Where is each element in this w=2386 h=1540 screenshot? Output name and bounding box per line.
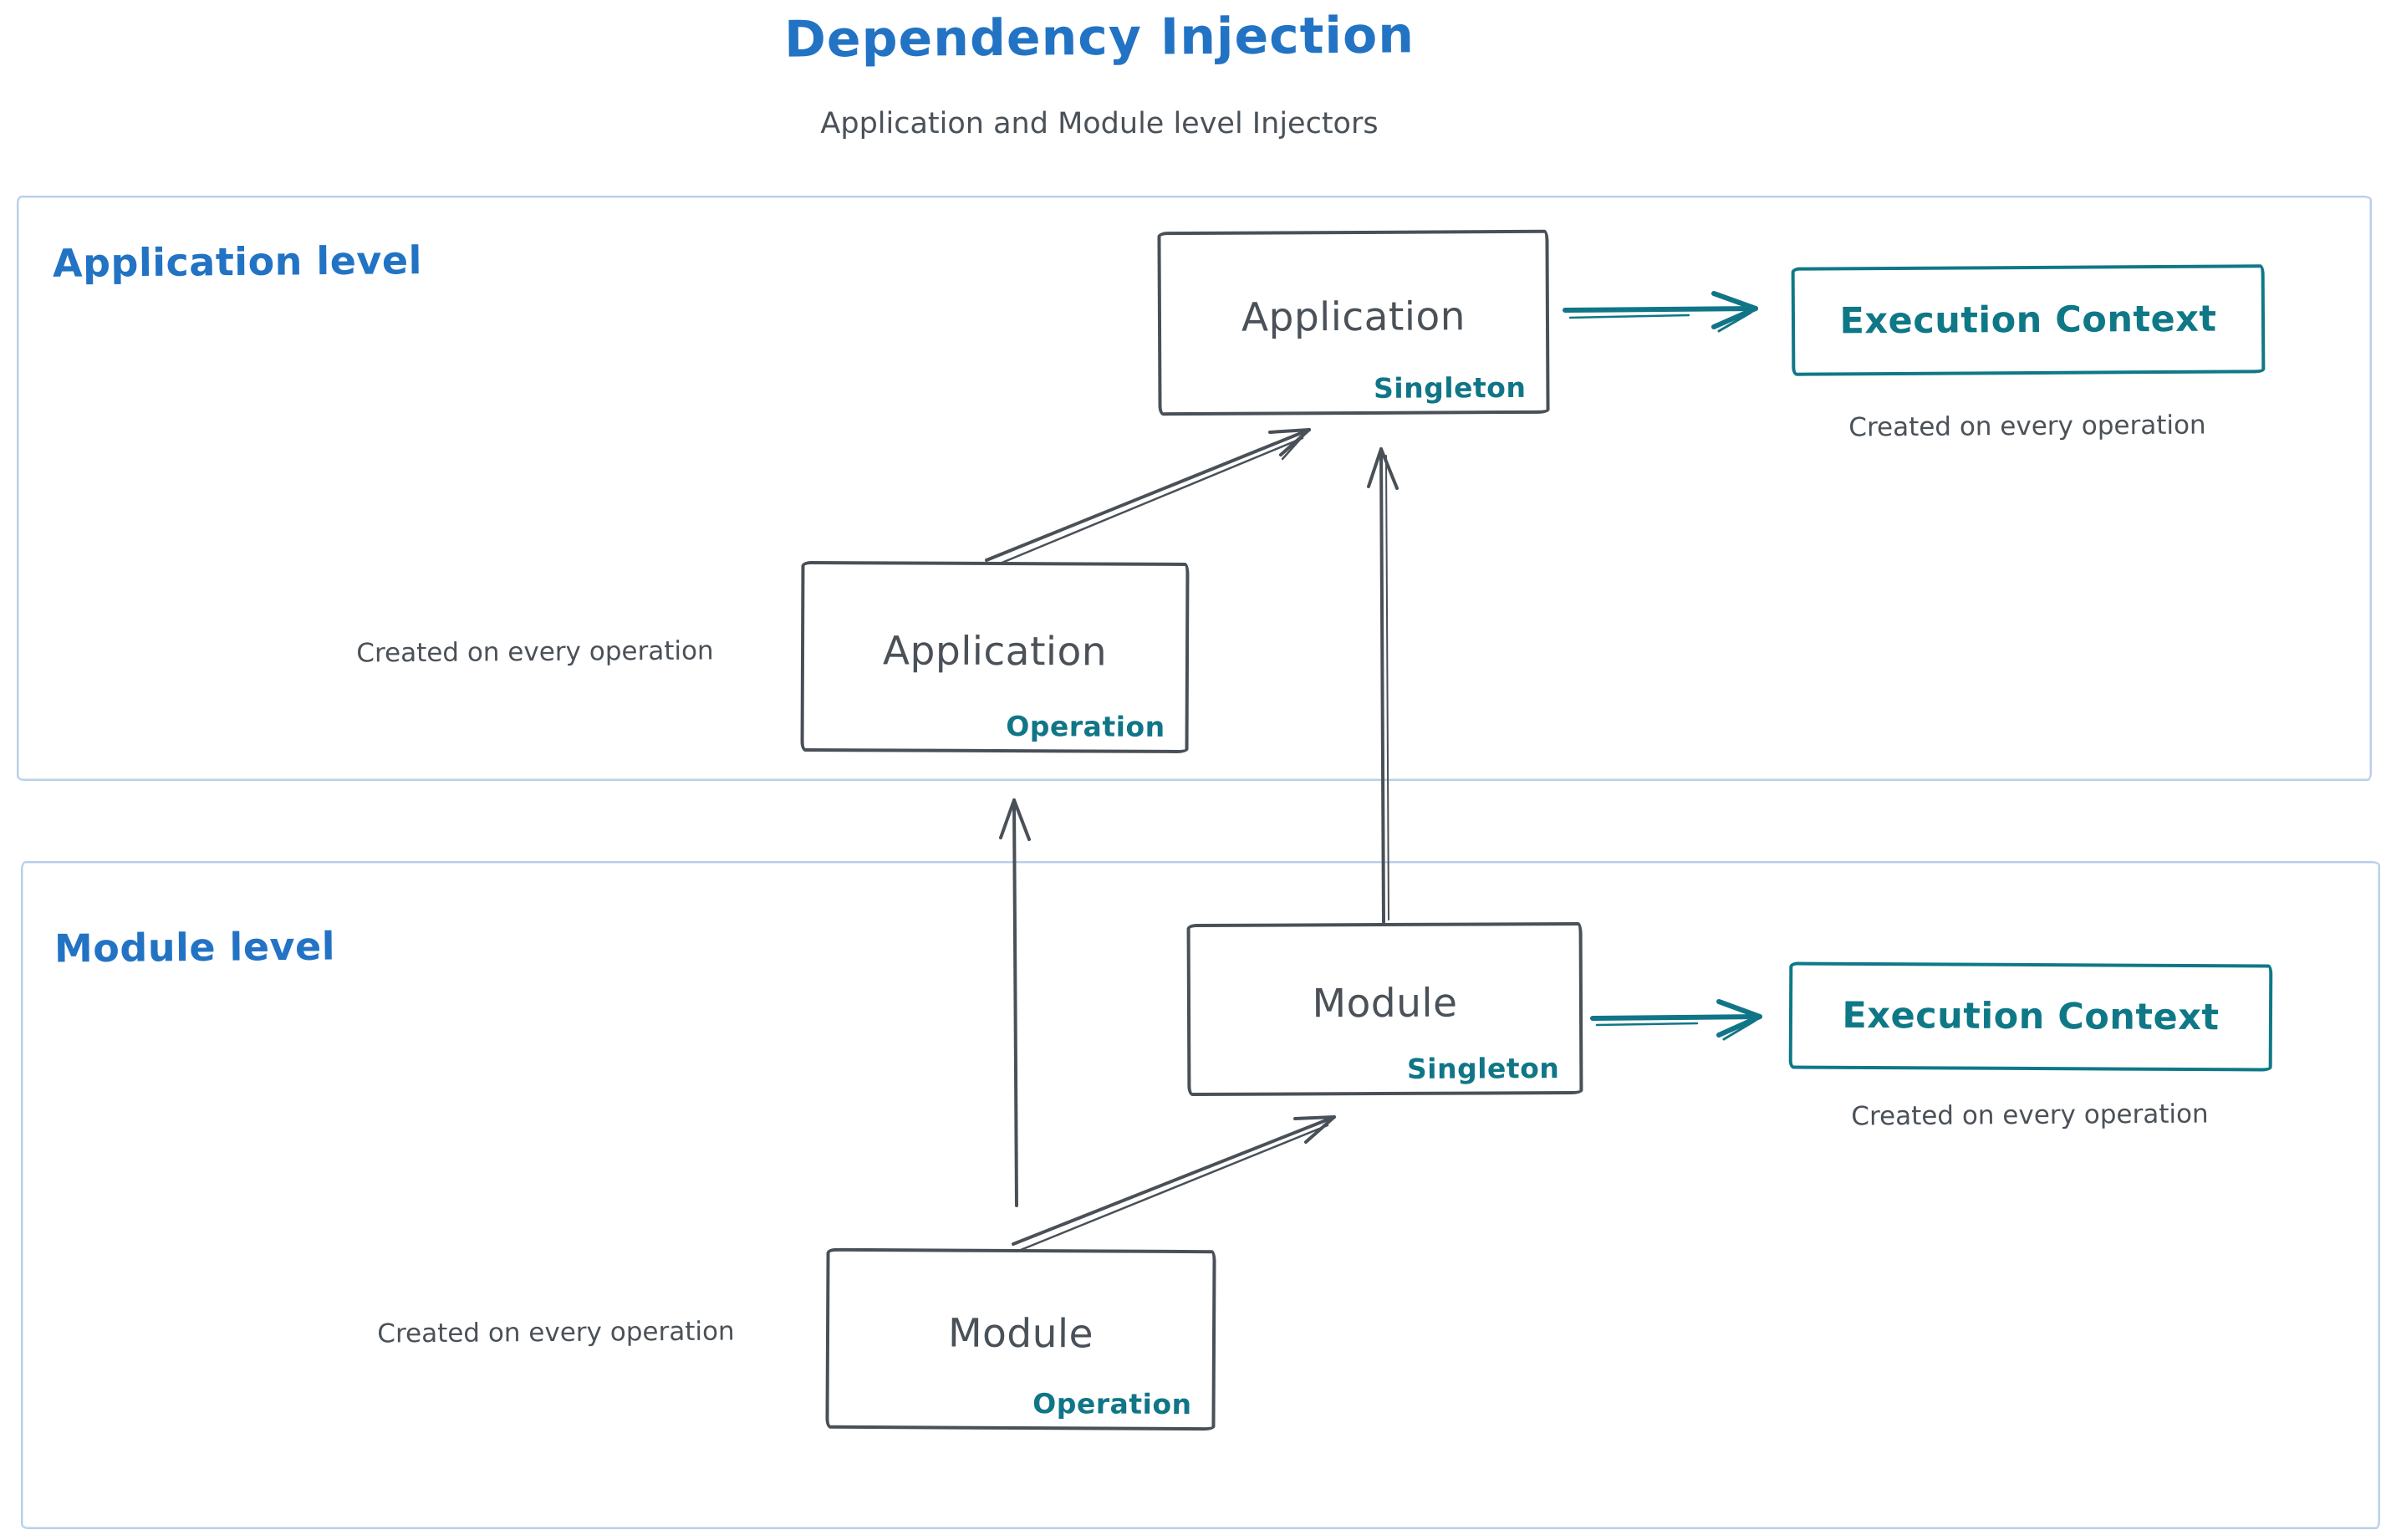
note-application-operation: Created on every operation (356, 635, 714, 669)
node-scope-label: Singleton (1373, 370, 1527, 405)
node-title: Module (947, 1310, 1094, 1358)
node-scope-label: Singleton (1406, 1052, 1560, 1085)
execution-context-module: Execution Context (1788, 961, 2273, 1072)
application-level-label: Application level (52, 237, 423, 286)
execution-context-application: Execution Context (1791, 264, 2266, 376)
note-module-operation: Created on every operation (377, 1316, 735, 1349)
node-module-singleton: Module Singleton (1186, 921, 1583, 1097)
note-application-execution-context: Created on every operation (1848, 410, 2206, 443)
note-module-execution-context: Created on every operation (1851, 1099, 2209, 1132)
node-title: Application (882, 628, 1108, 676)
node-title: Module (1312, 980, 1458, 1028)
node-scope-label: Operation (1032, 1387, 1192, 1421)
page-subtitle: Application and Module level Injectors (820, 107, 1379, 140)
node-title: Application (1241, 293, 1466, 341)
module-level-container (21, 861, 2380, 1529)
application-level-container (17, 196, 2372, 781)
module-level-label: Module level (54, 923, 336, 971)
execution-context-label: Execution Context (1839, 298, 2217, 343)
node-module-operation: Module Operation (825, 1247, 1216, 1431)
node-application-operation: Application Operation (800, 560, 1190, 754)
node-scope-label: Operation (1006, 710, 1165, 743)
page-title: Dependency Injection (783, 6, 1415, 69)
execution-context-label: Execution Context (1842, 994, 2220, 1039)
node-application-singleton: Application Singleton (1157, 229, 1550, 416)
